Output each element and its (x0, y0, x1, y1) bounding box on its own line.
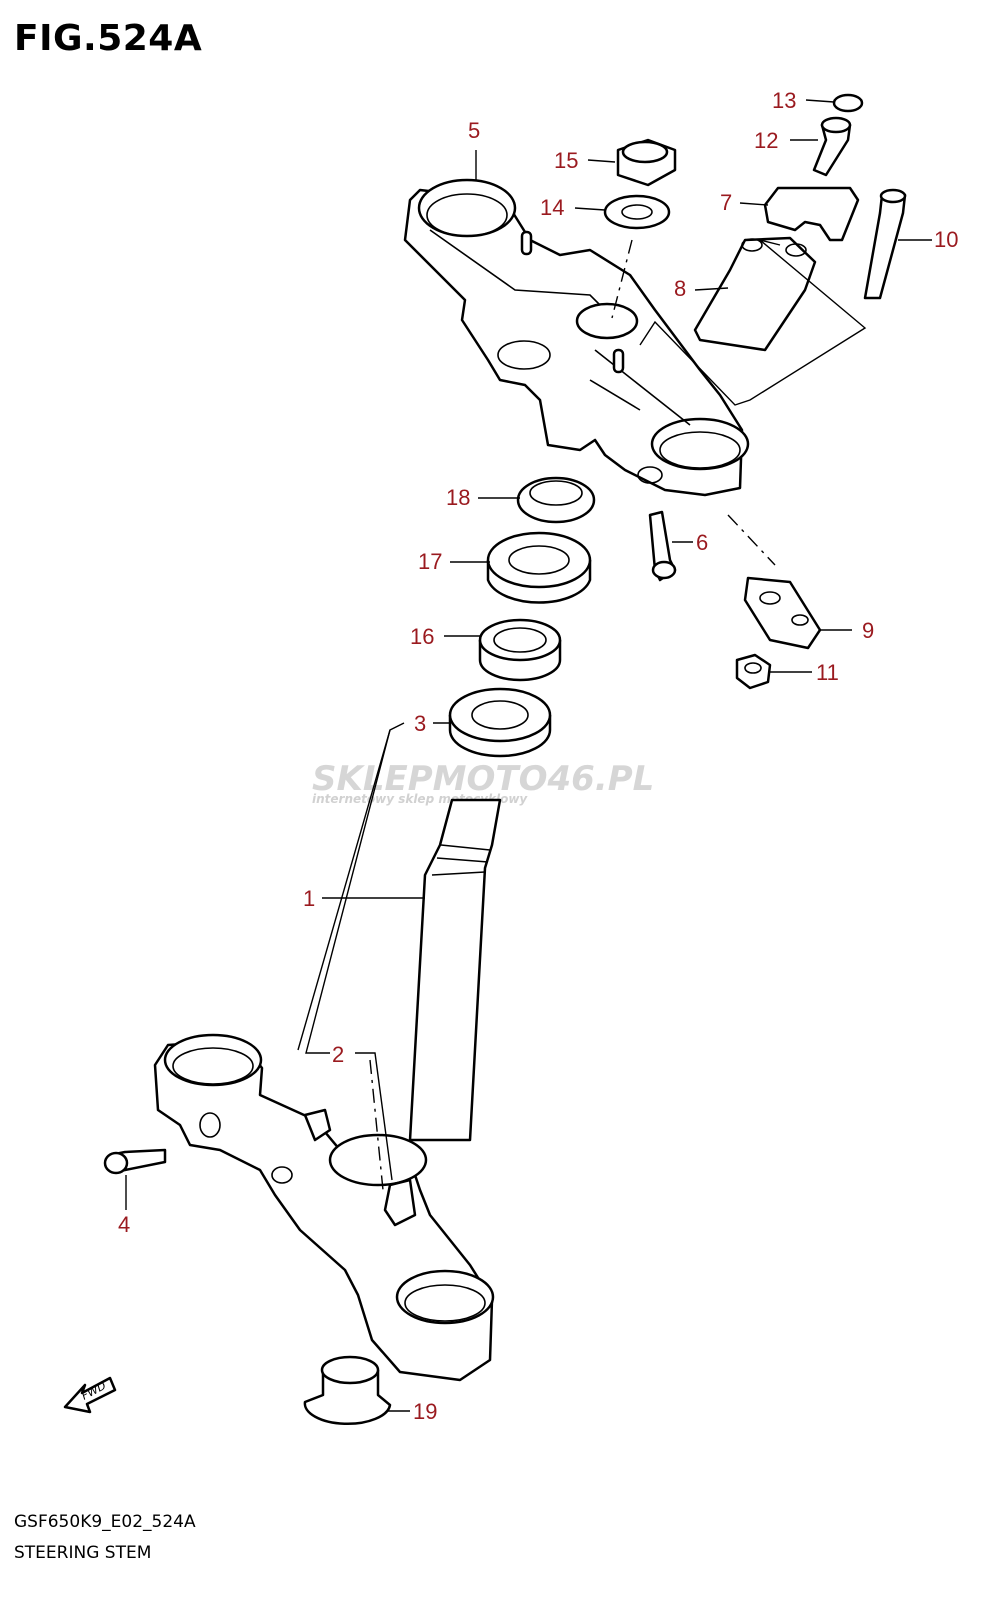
leader-lines (125, 99, 932, 1412)
part-10-long-bolt (863, 188, 907, 300)
part-6-bolt (648, 510, 677, 582)
callout-labels: 1 2 3 4 5 6 7 8 9 10 11 12 13 14 15 16 1… (118, 88, 958, 1424)
callout-2: 2 (332, 1042, 344, 1067)
figure-title: FIG.524A (14, 18, 203, 59)
part-7-holder-upper (763, 186, 860, 242)
part-14-washer (603, 194, 671, 230)
part-13-cap (832, 93, 864, 113)
callout-10: 10 (934, 227, 958, 252)
part-3-bearing-race (448, 687, 552, 758)
part-11-nut (735, 653, 772, 690)
part-16-bearing (478, 618, 562, 682)
callout-11: 11 (816, 660, 839, 685)
part-8-holder-lower (693, 236, 817, 352)
part-19-bushing (303, 1355, 392, 1426)
part-4-bolt (103, 1148, 167, 1175)
callout-8: 8 (674, 276, 686, 301)
callout-14: 14 (540, 195, 564, 220)
callout-7: 7 (720, 190, 732, 215)
callout-1: 1 (303, 886, 315, 911)
callout-18: 18 (446, 485, 470, 510)
figure-caption: STEERING STEM (14, 1543, 152, 1563)
callout-6: 6 (696, 530, 708, 555)
callout-4: 4 (118, 1212, 130, 1237)
callout-12: 12 (754, 128, 778, 153)
part-5-upper-bracket (403, 178, 750, 497)
watermark: SKLEPMOTO46.PL internetowy sklep motocyk… (312, 759, 654, 806)
drawing-code: GSF650K9_E02_524A (14, 1512, 196, 1532)
watermark-main-text: SKLEPMOTO46.PL (312, 759, 654, 799)
part-18-lock-nut (516, 476, 596, 524)
part-17-dust-seal (486, 531, 592, 604)
callout-13: 13 (772, 88, 796, 113)
callout-15: 15 (554, 148, 578, 173)
part-15-stem-nut (616, 138, 677, 187)
callout-3: 3 (414, 711, 426, 736)
part-9-bracket (743, 576, 822, 650)
part-12-bolt (812, 116, 852, 177)
callout-16: 16 (410, 624, 434, 649)
fwd-arrow: FWD (63, 1376, 117, 1414)
callout-9: 9 (862, 618, 874, 643)
lower-bracket (153, 1033, 495, 1382)
callout-17: 17 (418, 549, 442, 574)
callout-5: 5 (468, 118, 480, 143)
part-1-steering-stem (408, 798, 502, 1142)
callout-19: 19 (413, 1399, 437, 1424)
